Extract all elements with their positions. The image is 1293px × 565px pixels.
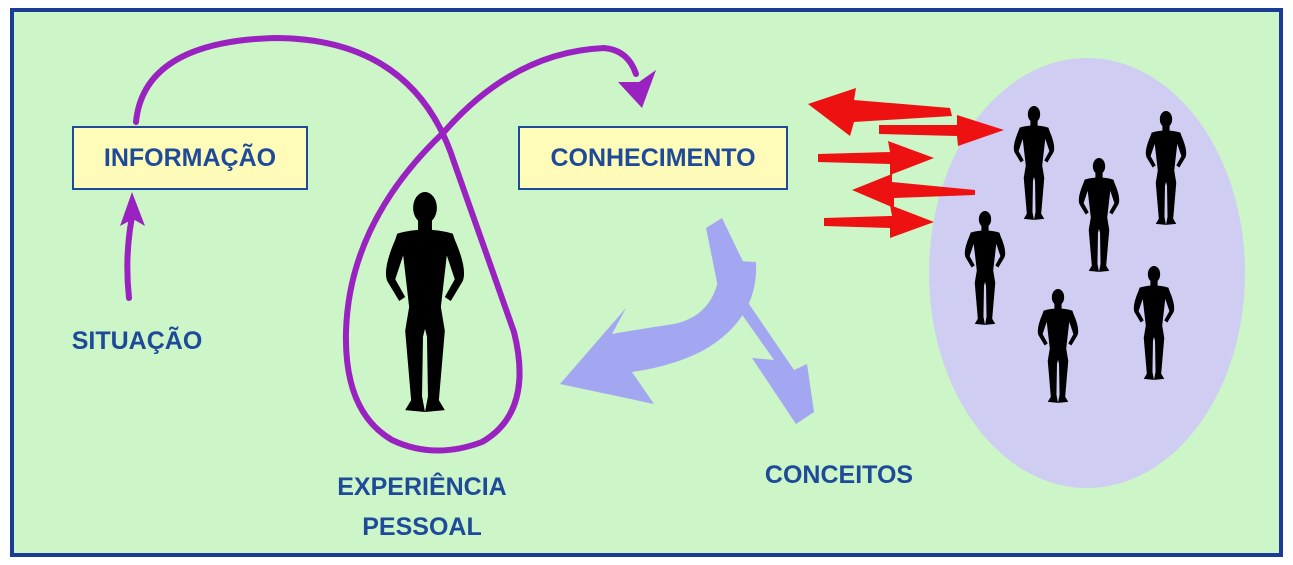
conhecimento-label: CONHECIMENTO (550, 143, 756, 172)
situacao-label: SITUAÇÃO (71, 327, 203, 355)
exchange-arrow (808, 88, 952, 136)
informacao-box: INFORMAÇÃO (72, 126, 308, 190)
experiencia-label-line2: PESSOAL (362, 513, 482, 541)
exchange-arrows (808, 88, 1004, 238)
exchange-arrow (818, 141, 934, 175)
conceitos-label: CONCEITOS (764, 461, 914, 489)
exchange-arrow (852, 174, 975, 208)
exchange-arrow (879, 115, 1004, 146)
informacao-label: INFORMAÇÃO (103, 143, 277, 172)
experiencia-label-line1: EXPERIÊNCIA (337, 473, 507, 501)
diagram-frame: INFORMAÇÃO CONHECIMENTO SITUAÇÃO EXPERIÊ… (10, 8, 1283, 557)
situation-arrowhead (120, 192, 145, 226)
exchange-arrow (824, 205, 934, 238)
split-arrow (560, 218, 814, 424)
knowledge-arrowhead (618, 70, 656, 108)
diagram-canvas (14, 12, 1279, 553)
conhecimento-box: CONHECIMENTO (518, 126, 788, 190)
